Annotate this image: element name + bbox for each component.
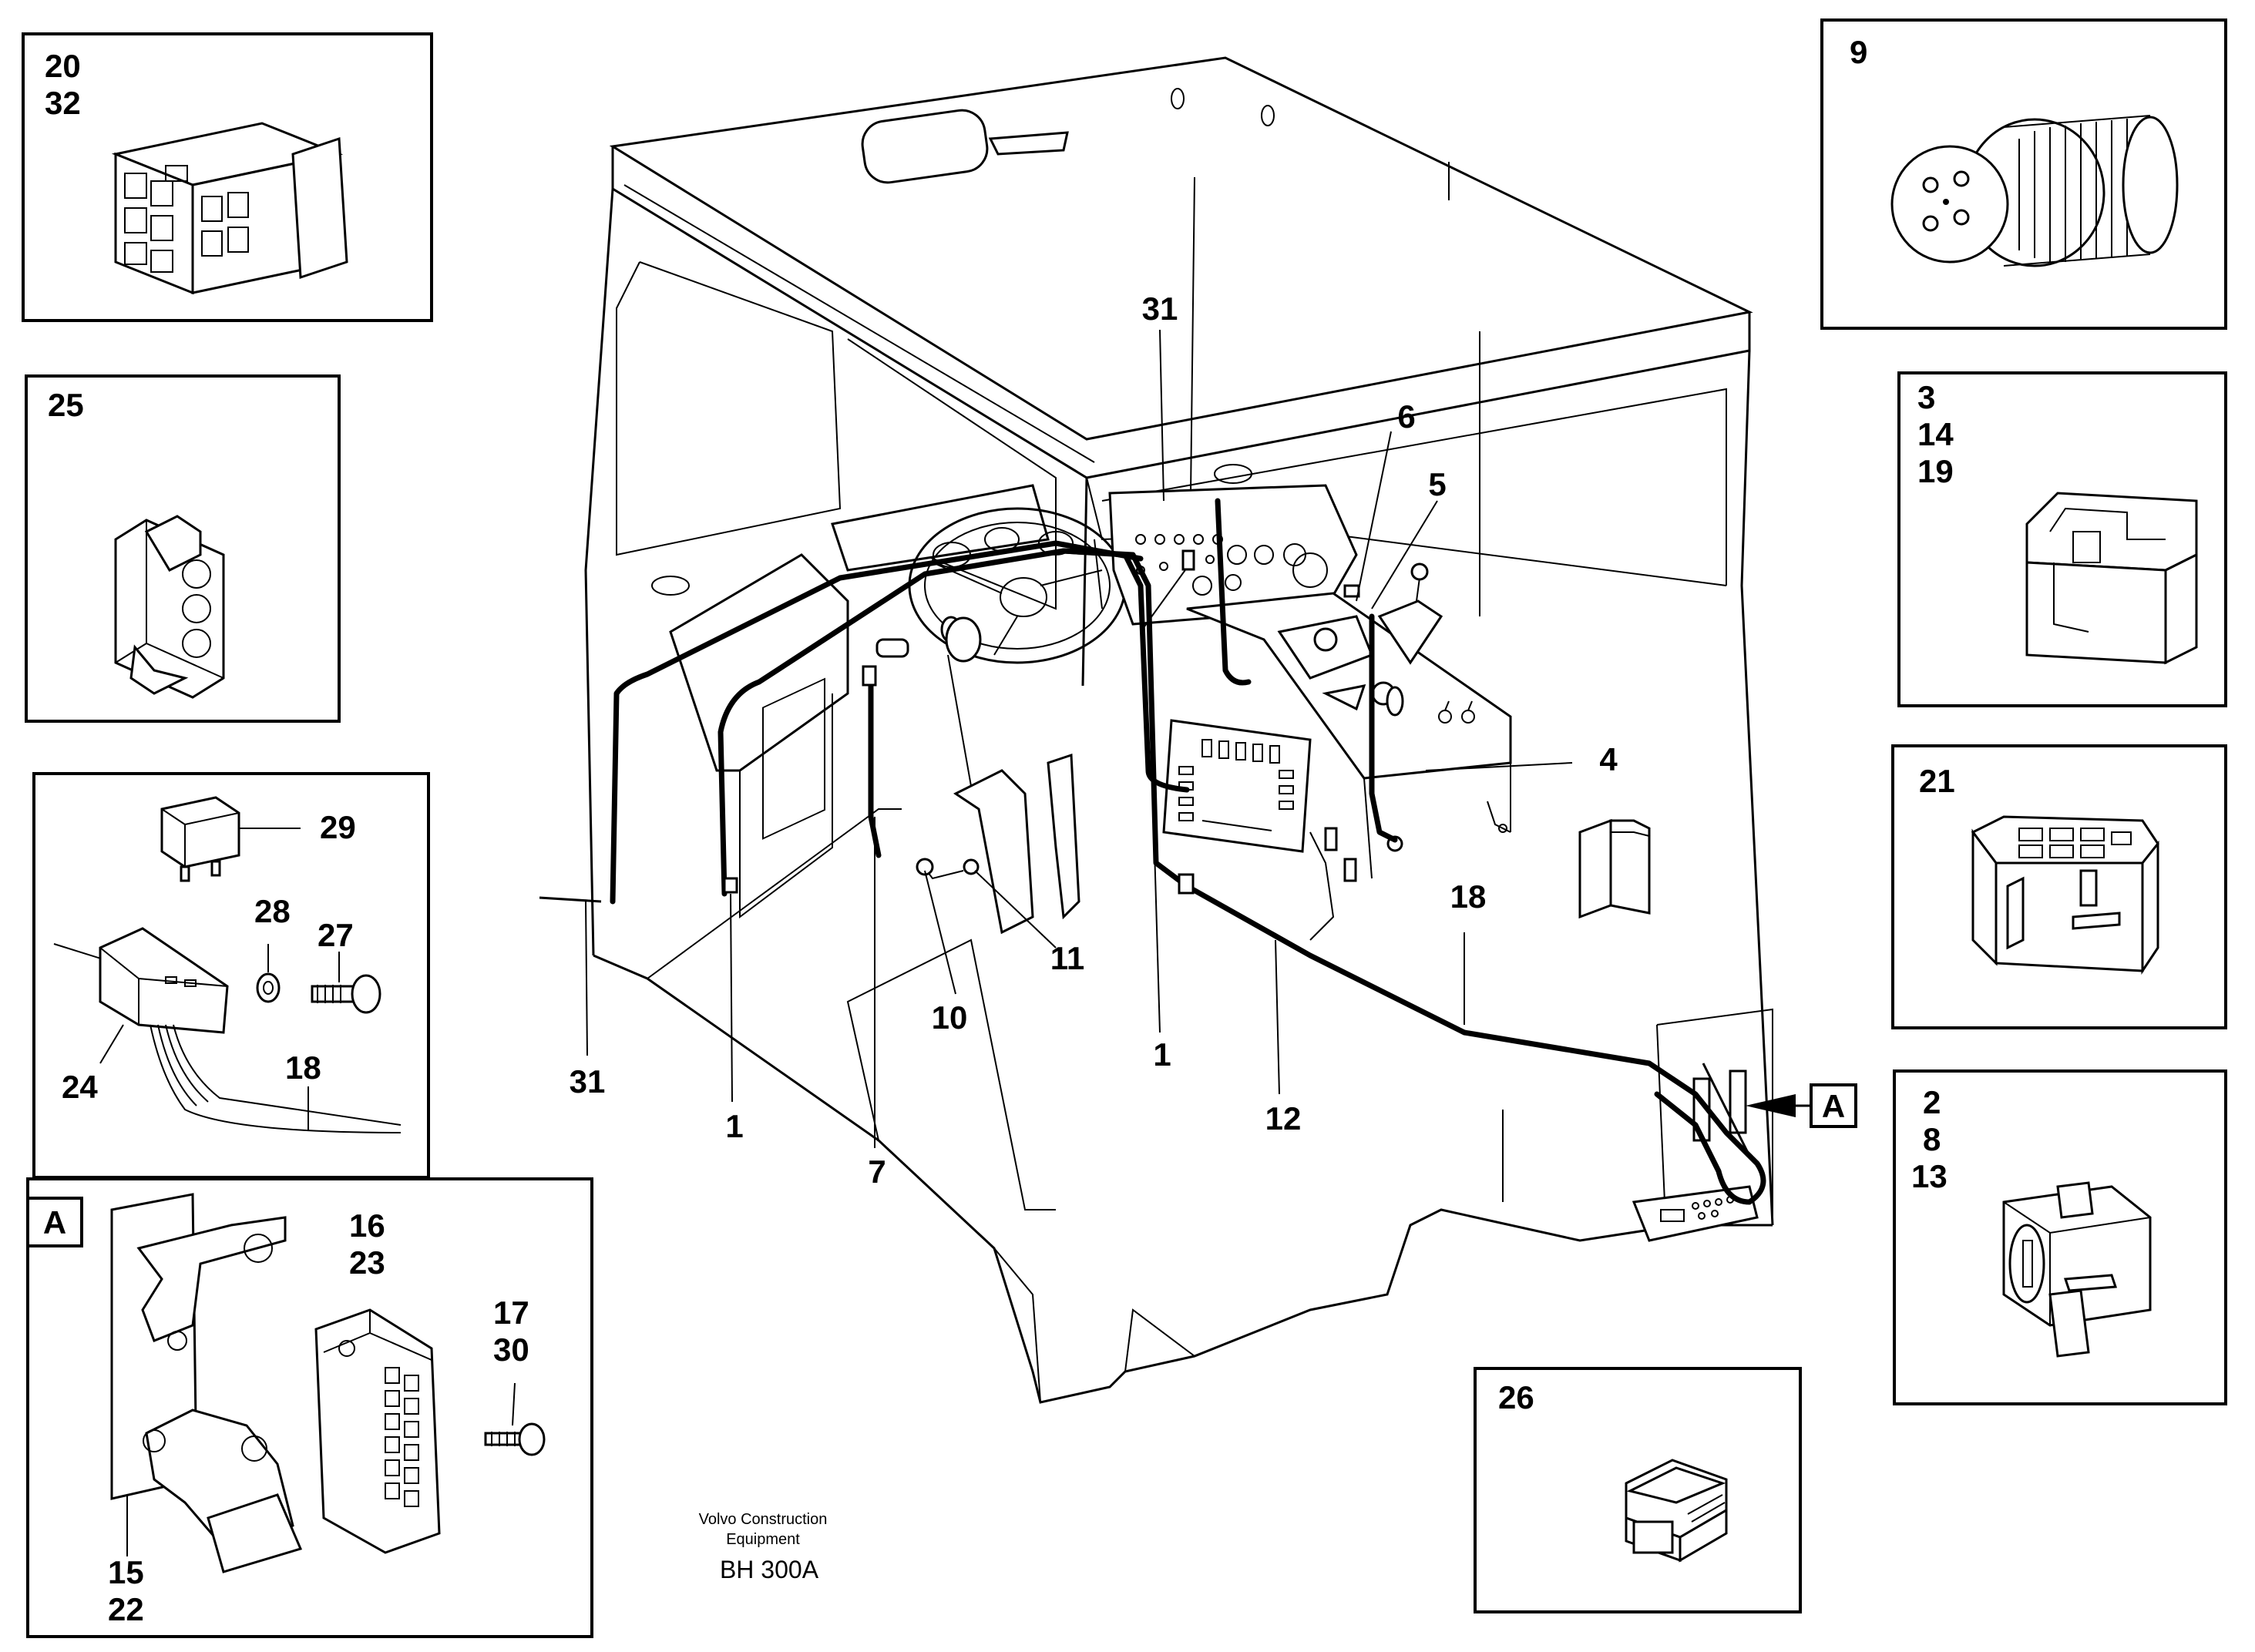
callout-12: 12 <box>1265 1100 1302 1137</box>
label-14: 14 <box>1917 416 1954 452</box>
harness-31-top <box>1215 498 1252 686</box>
label-20: 20 <box>45 48 81 84</box>
label-17: 17 <box>493 1294 529 1331</box>
label-27: 27 <box>318 917 354 953</box>
floor-box <box>1578 818 1651 919</box>
callout-18: 18 <box>1450 878 1487 915</box>
label-24: 24 <box>62 1069 98 1105</box>
callout-labels: 31 6 5 4 18 11 10 1 12 31 1 7 <box>570 290 1618 1190</box>
callout-31-bottom: 31 <box>570 1063 606 1100</box>
harness-1-left <box>718 548 1190 897</box>
label-21: 21 <box>1919 763 1955 799</box>
harness-7 <box>868 675 882 858</box>
inset-connector-c: 2 8 13 <box>1893 1069 2227 1405</box>
inset-round-connector: 9 <box>1820 18 2227 330</box>
inset-connector-a: 3 14 19 <box>1897 371 2227 707</box>
label-26: 26 <box>1498 1379 1534 1415</box>
label-3: 3 <box>1917 379 1935 415</box>
callout-1-mid: 1 <box>1153 1036 1171 1073</box>
left-console <box>669 553 849 772</box>
drawing-code: BH 300A <box>720 1556 819 1583</box>
label-19: 19 <box>1917 453 1954 489</box>
view-a-marker-box <box>26 1197 83 1247</box>
inset-connector-b: 21 <box>1891 744 2227 1029</box>
label-2: 2 <box>1923 1084 1941 1120</box>
inset-connector-3pin: 25 <box>25 374 341 723</box>
inset-view-a: A 15 22 16 23 17 30 <box>26 1177 593 1638</box>
inset-connector-small: 26 <box>1474 1367 1802 1613</box>
label-30: 30 <box>493 1331 529 1368</box>
inset-relay-mount: 29 28 27 24 18 <box>32 772 430 1179</box>
label-9: 9 <box>1850 34 1867 70</box>
callout-4: 4 <box>1599 741 1618 777</box>
dashboard <box>831 484 1050 572</box>
label-13: 13 <box>1911 1158 1948 1194</box>
fusebox <box>314 1308 441 1554</box>
label-29: 29 <box>320 809 356 845</box>
roof-lamp <box>861 109 989 184</box>
callout-7: 7 <box>868 1153 886 1190</box>
label-23: 23 <box>349 1244 385 1281</box>
caption-line-2: Equipment <box>726 1531 800 1548</box>
marker-a-label: A <box>1822 1088 1845 1124</box>
label-28: 28 <box>254 893 291 929</box>
label-16: 16 <box>349 1207 385 1244</box>
caption-line-1: Volvo Construction <box>699 1511 828 1528</box>
label-15: 15 <box>108 1554 144 1590</box>
view-a-marker-label: A <box>43 1204 66 1241</box>
label-8: 8 <box>1923 1121 1941 1157</box>
callout-11: 11 <box>1050 940 1084 976</box>
central-electric-panel <box>1162 719 1312 853</box>
label-25: 25 <box>48 387 84 423</box>
marker-a-box <box>1810 1083 1857 1128</box>
harness-18 <box>1060 548 1766 1205</box>
leader-lines <box>585 329 1573 1148</box>
label-22: 22 <box>108 1591 144 1627</box>
cab-roof <box>609 56 1753 441</box>
inset-connector-8pin: 20 32 <box>22 32 433 322</box>
harness-31 <box>610 540 1144 905</box>
label-32: 32 <box>45 85 81 121</box>
callout-1-left: 1 <box>725 1108 743 1144</box>
view-a-arrow: A <box>1746 1083 1857 1128</box>
drawing-caption: Volvo Construction Equipment BH 300A <box>699 1511 828 1583</box>
lower-connector-box <box>1632 1185 1759 1242</box>
wiring-harnesses <box>539 498 1766 1205</box>
callout-10: 10 <box>932 999 968 1036</box>
label-18: 18 <box>285 1049 321 1086</box>
callout-6: 6 <box>1397 398 1415 435</box>
harness-4 <box>1369 613 1398 843</box>
callout-31-top: 31 <box>1142 290 1178 327</box>
cab-illustration <box>584 56 1774 1404</box>
callout-5: 5 <box>1428 466 1446 502</box>
